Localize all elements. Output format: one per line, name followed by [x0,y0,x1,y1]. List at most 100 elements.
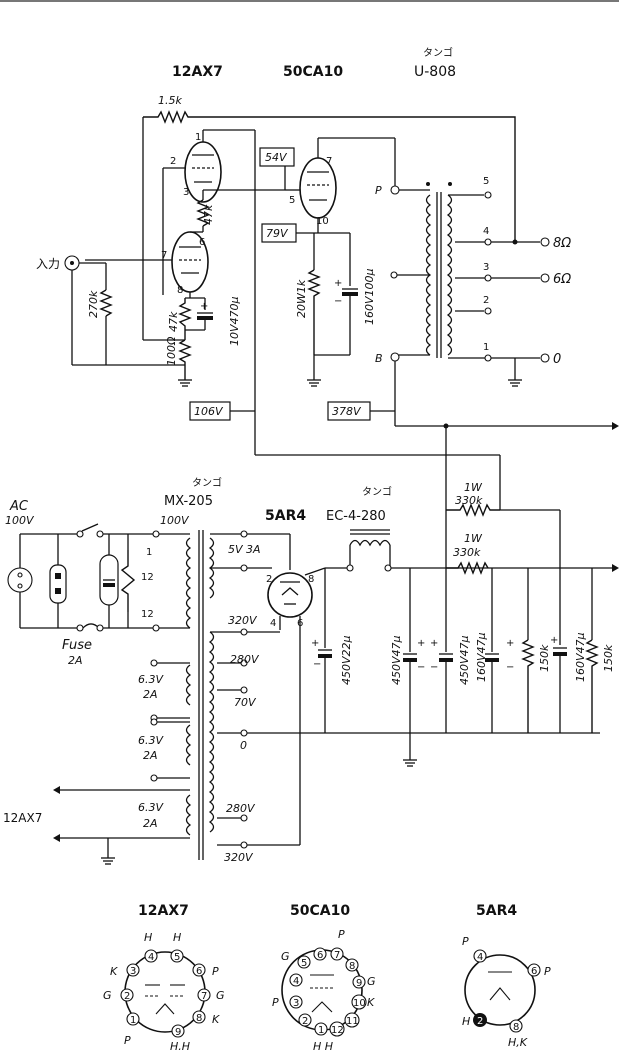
pinout-diagrams: 12AX7 H H K G P P G K H,H 4 5 3 6 2 7 1 … [103,903,551,1050]
filter-capacitor-4: + − [485,638,514,673]
svg-text:MX-205: MX-205 [164,494,213,509]
svg-text:AC: AC [9,499,29,514]
svg-text:H: H [462,1015,470,1028]
cathode-resistor-1k [307,269,321,355]
amplifier-section: 1.5k 1 2 3 6 7 8 47k 入力 [36,94,619,568]
cathode-bypass-capacitor: + [197,301,213,320]
svg-text:150k: 150k [538,644,551,672]
svg-text:H,K: H,K [508,1036,528,1049]
svg-text:1: 1 [318,1025,324,1036]
filter-capacitor-5: + [550,635,567,656]
output-terminal-6ohm[interactable] [540,273,550,283]
svg-text:P: P [338,928,345,941]
feedback-resistor-label: 1.5k [158,94,182,107]
svg-text:1: 1 [483,342,489,353]
svg-text:6.3V: 6.3V [138,734,164,747]
svg-text:450V47μ: 450V47μ [458,635,471,685]
svg-text:H,H: H,H [170,1040,190,1050]
svg-text:280V: 280V [226,802,256,815]
svg-text:2A: 2A [143,749,158,762]
svg-text:+: + [200,301,208,312]
svg-text:+: + [550,635,558,646]
svg-text:8: 8 [308,574,314,585]
svg-text:H H: H H [313,1040,333,1050]
svg-text:3: 3 [483,262,489,273]
svg-text:2: 2 [266,574,272,585]
svg-text:2: 2 [302,1016,308,1027]
svg-text:−: − [417,662,425,673]
svg-text:4: 4 [483,226,489,237]
svg-text:2: 2 [477,1016,483,1027]
svg-text:2A: 2A [143,817,158,830]
ground-symbol [403,759,417,767]
svg-text:2: 2 [170,156,176,167]
svg-text:+: + [417,638,425,649]
svg-text:10V470μ: 10V470μ [228,296,241,346]
tube2-title: 50CA10 [283,64,343,80]
svg-text:5V 3A: 5V 3A [228,543,261,556]
output-transformer-model: U-808 [414,64,456,80]
ground-symbol [508,379,522,387]
heater-winding-1: 6.3V 2A [138,659,190,722]
svg-text:3: 3 [130,966,136,977]
pinout-50ca10-title: 50CA10 [290,903,350,919]
ground-symbol [101,857,115,865]
svg-text:100V: 100V [160,514,190,527]
voltage-box-54v [259,147,295,167]
svg-text:4: 4 [293,976,299,987]
50ca10-output-tube [299,157,337,219]
svg-text:12: 12 [141,609,154,620]
output-transformer-brand: タンゴ [423,46,453,59]
svg-text:P: P [375,184,382,197]
svg-text:K: K [212,1013,220,1026]
filter-capacitor-2: + − [403,638,425,673]
svg-text:+: + [430,638,438,649]
input-label: 入力 [36,257,60,271]
svg-text:P: P [212,965,219,978]
svg-text:8: 8 [349,961,355,972]
svg-text:K: K [367,996,375,1009]
svg-text:320V: 320V [224,851,254,864]
heater-winding-2: 6.3V 2A [138,718,190,782]
svg-text:4: 4 [270,618,276,629]
power-switch[interactable] [76,523,104,538]
svg-text:5: 5 [301,958,307,969]
svg-text:0: 0 [553,352,561,367]
svg-text:タンゴ: タンゴ [362,485,392,498]
svg-text:G: G [216,989,225,1002]
svg-text:79V: 79V [266,227,289,240]
svg-text:8: 8 [513,1022,519,1033]
svg-text:G: G [103,989,112,1002]
choke-model: EC-4-280 [326,509,386,524]
svg-text:20W1k: 20W1k [295,279,308,318]
svg-text:12: 12 [331,1025,344,1036]
svg-text:7: 7 [201,991,207,1002]
tube1-title: 12AX7 [172,64,223,80]
svg-text:K: K [110,965,118,978]
svg-text:8Ω: 8Ω [553,236,571,251]
svg-text:450V22μ: 450V22μ [340,635,353,685]
svg-text:100V: 100V [5,514,35,527]
svg-text:タンゴ: タンゴ [192,476,222,489]
svg-text:8: 8 [177,285,183,296]
svg-text:160V100μ: 160V100μ [363,268,376,325]
svg-text:H: H [173,931,181,944]
input-resistor-270k [99,289,113,317]
svg-text:5: 5 [483,176,489,187]
resistor-100-ohm [178,339,192,380]
svg-text:70V: 70V [234,696,257,709]
dropping-resistor-2 [446,561,489,575]
plate-resistor-47k [196,199,210,227]
svg-text:47k: 47k [167,311,180,332]
svg-text:G: G [281,950,290,963]
output-terminal-0[interactable] [540,353,550,363]
svg-text:Fuse: Fuse [62,638,92,653]
svg-text:330k: 330k [453,546,481,559]
svg-text:2: 2 [124,991,130,1002]
svg-text:+: + [334,278,342,289]
power-transformer [159,530,215,860]
svg-text:6: 6 [531,966,537,977]
svg-text:9: 9 [356,978,362,989]
pinout-5ar4-envelope [464,954,536,1026]
output-terminal-8ohm[interactable] [540,237,550,247]
